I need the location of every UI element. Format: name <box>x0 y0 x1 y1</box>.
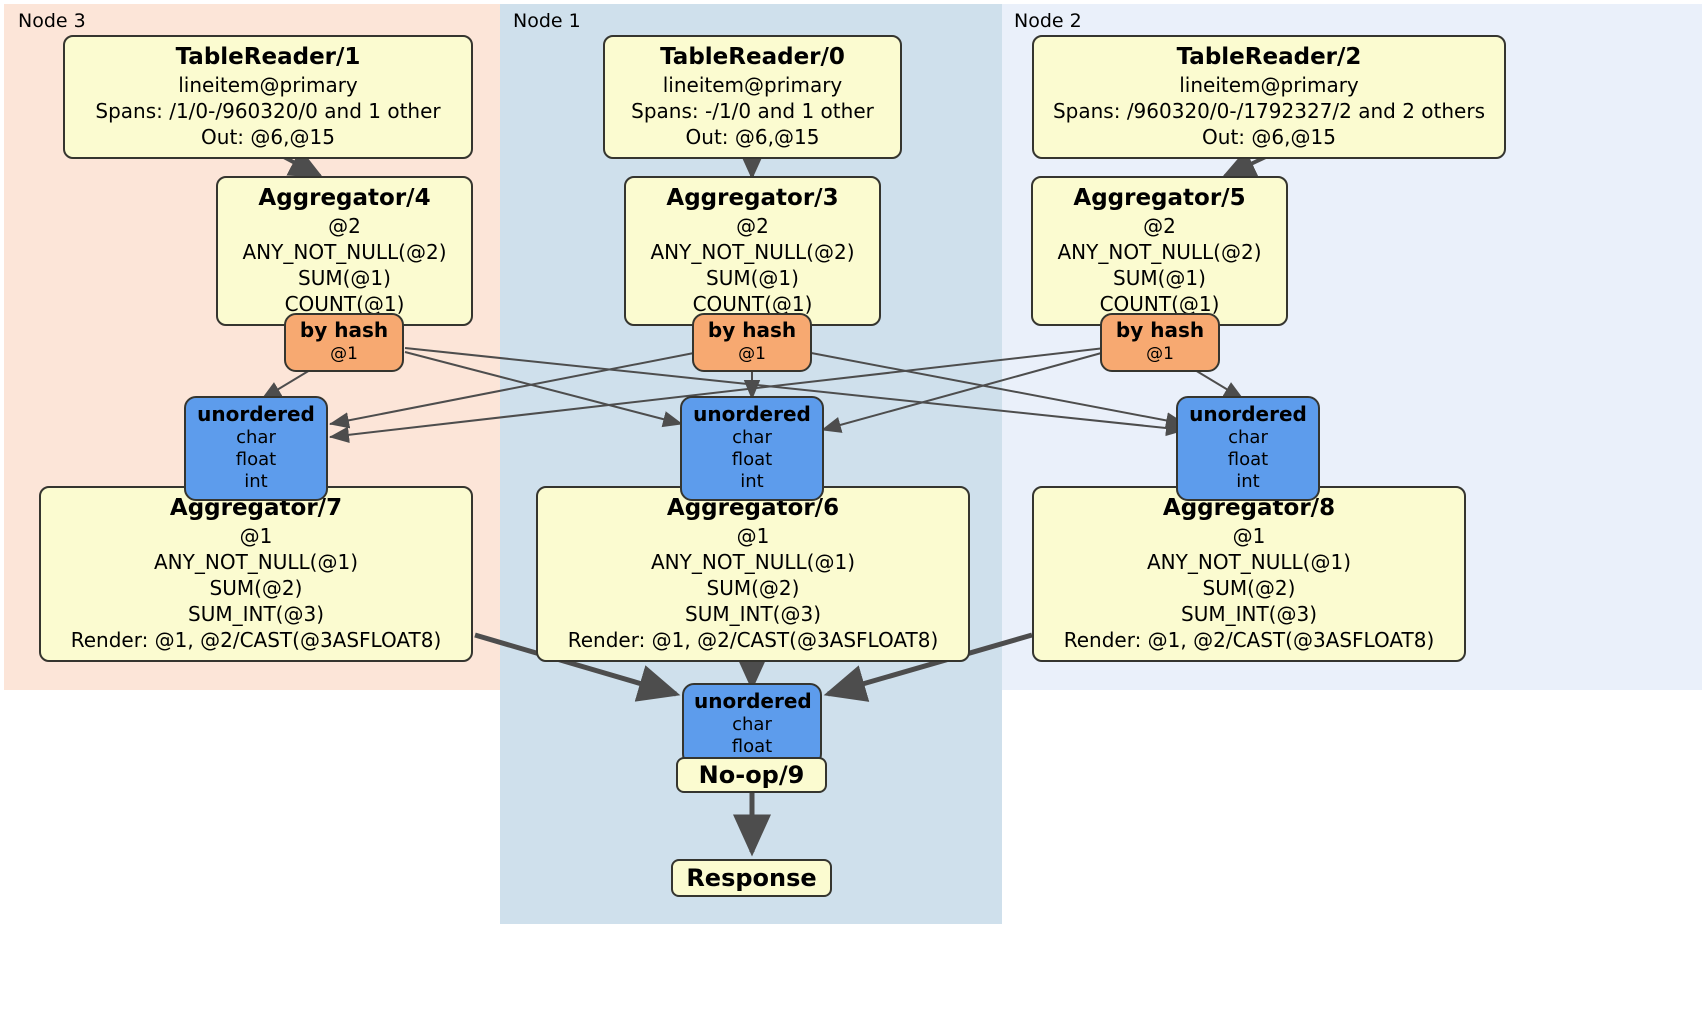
processor-line: Render: @1, @2/CAST(@3ASFLOAT8) <box>70 628 442 652</box>
processor-line: Out: @6,@15 <box>685 125 820 149</box>
processor-line: @2 <box>736 214 769 238</box>
sync-title: unordered <box>694 689 812 713</box>
processor-line: Spans: /1/0-/960320/0 and 1 other <box>95 99 441 123</box>
processor-no-op-9[interactable]: No-op/9 <box>676 757 827 793</box>
sync-unordered-left[interactable]: unordered char float int <box>184 396 328 501</box>
processor-line: COUNT(@1) <box>1099 292 1220 316</box>
processor-line: COUNT(@1) <box>284 292 405 316</box>
processor-line: SUM(@1) <box>298 266 391 290</box>
sync-line: char <box>236 427 276 448</box>
processor-line: lineitem@primary <box>178 73 358 97</box>
processor-tablereader-1[interactable]: TableReader/1 lineitem@primary Spans: /1… <box>63 35 473 159</box>
router-title: by hash <box>707 318 797 342</box>
processor-line: SUM_INT(@3) <box>188 602 324 626</box>
processor-aggregator-3[interactable]: Aggregator/3 @2 ANY_NOT_NULL(@2) SUM(@1)… <box>624 176 881 326</box>
processor-line: ANY_NOT_NULL(@2) <box>1057 240 1262 264</box>
processor-aggregator-6[interactable]: Aggregator/6 @1 ANY_NOT_NULL(@1) SUM(@2)… <box>536 486 970 662</box>
processor-line: Spans: /960320/0-/1792327/2 and 2 others <box>1052 99 1485 123</box>
processor-line: lineitem@primary <box>1179 73 1359 97</box>
sync-unordered-final[interactable]: unordered char float <box>682 683 822 766</box>
processor-line: COUNT(@1) <box>692 292 813 316</box>
processor-line: @1 <box>239 524 273 548</box>
processor-title: Aggregator/4 <box>258 185 431 211</box>
processor-line: SUM(@1) <box>706 266 799 290</box>
region-label-node-2: Node 2 <box>1014 10 1082 32</box>
processor-title: TableReader/1 <box>175 44 361 70</box>
processor-line: ANY_NOT_NULL(@1) <box>651 550 855 574</box>
processor-line: ANY_NOT_NULL(@2) <box>242 240 447 264</box>
processor-line: Out: @6,@15 <box>1202 125 1336 149</box>
processor-line: SUM_INT(@3) <box>685 602 821 626</box>
processor-aggregator-7[interactable]: Aggregator/7 @1 ANY_NOT_NULL(@1) SUM(@2)… <box>39 486 473 662</box>
processor-line: lineitem@primary <box>662 73 843 97</box>
router-title: by hash <box>1115 318 1205 342</box>
processor-tablereader-0[interactable]: TableReader/0 lineitem@primary Spans: -/… <box>603 35 902 159</box>
processor-line: SUM(@2) <box>706 576 800 600</box>
processor-response[interactable]: Response <box>671 859 832 897</box>
processor-line: @1 <box>736 524 770 548</box>
router-title: by hash <box>299 318 389 342</box>
processor-line: @2 <box>328 214 361 238</box>
region-label-node-1: Node 1 <box>513 10 581 32</box>
processor-aggregator-4[interactable]: Aggregator/4 @2 ANY_NOT_NULL(@2) SUM(@1)… <box>216 176 473 326</box>
sync-title: unordered <box>1189 402 1307 426</box>
sync-line: int <box>244 471 268 492</box>
sync-title: unordered <box>197 402 315 426</box>
router-line: @1 <box>330 344 358 364</box>
processor-line: ANY_NOT_NULL(@1) <box>1147 550 1351 574</box>
processor-title: TableReader/0 <box>660 44 845 70</box>
router-by-hash-center[interactable]: by hash @1 <box>692 313 812 372</box>
processor-line: Spans: -/1/0 and 1 other <box>631 99 874 123</box>
router-by-hash-right[interactable]: by hash @1 <box>1100 313 1220 372</box>
processor-title: Aggregator/3 <box>666 185 839 211</box>
processor-line: @1 <box>1232 524 1266 548</box>
sync-line: char <box>1228 427 1268 448</box>
sync-line: float <box>235 449 277 470</box>
processor-line: ANY_NOT_NULL(@1) <box>154 550 358 574</box>
sync-unordered-center[interactable]: unordered char float int <box>680 396 824 501</box>
processor-line: SUM(@2) <box>209 576 303 600</box>
processor-title: Aggregator/5 <box>1073 185 1246 211</box>
processor-tablereader-2[interactable]: TableReader/2 lineitem@primary Spans: /9… <box>1032 35 1506 159</box>
sync-line: float <box>1227 449 1269 470</box>
processor-line: Render: @1, @2/CAST(@3ASFLOAT8) <box>567 628 939 652</box>
router-line: @1 <box>738 344 766 364</box>
processor-line: Render: @1, @2/CAST(@3ASFLOAT8) <box>1063 628 1435 652</box>
processor-title: TableReader/2 <box>1176 44 1362 70</box>
sync-unordered-right[interactable]: unordered char float int <box>1176 396 1320 501</box>
processor-line: ANY_NOT_NULL(@2) <box>650 240 855 264</box>
processor-line: SUM(@1) <box>1113 266 1206 290</box>
sync-line: char <box>732 714 772 735</box>
sync-line: int <box>740 471 764 492</box>
processor-aggregator-8[interactable]: Aggregator/8 @1 ANY_NOT_NULL(@1) SUM(@2)… <box>1032 486 1466 662</box>
processor-line: @2 <box>1143 214 1176 238</box>
router-line: @1 <box>1146 344 1174 364</box>
sync-line: int <box>1236 471 1260 492</box>
processor-aggregator-5[interactable]: Aggregator/5 @2 ANY_NOT_NULL(@2) SUM(@1)… <box>1031 176 1288 326</box>
processor-line: Out: @6,@15 <box>201 125 335 149</box>
sync-line: float <box>731 449 773 470</box>
router-by-hash-left[interactable]: by hash @1 <box>284 313 404 372</box>
sync-line: char <box>732 427 772 448</box>
sync-title: unordered <box>693 402 811 426</box>
region-label-node-3: Node 3 <box>18 10 86 32</box>
processor-line: SUM(@2) <box>1202 576 1296 600</box>
sync-line: float <box>731 736 773 757</box>
processor-line: SUM_INT(@3) <box>1181 602 1317 626</box>
